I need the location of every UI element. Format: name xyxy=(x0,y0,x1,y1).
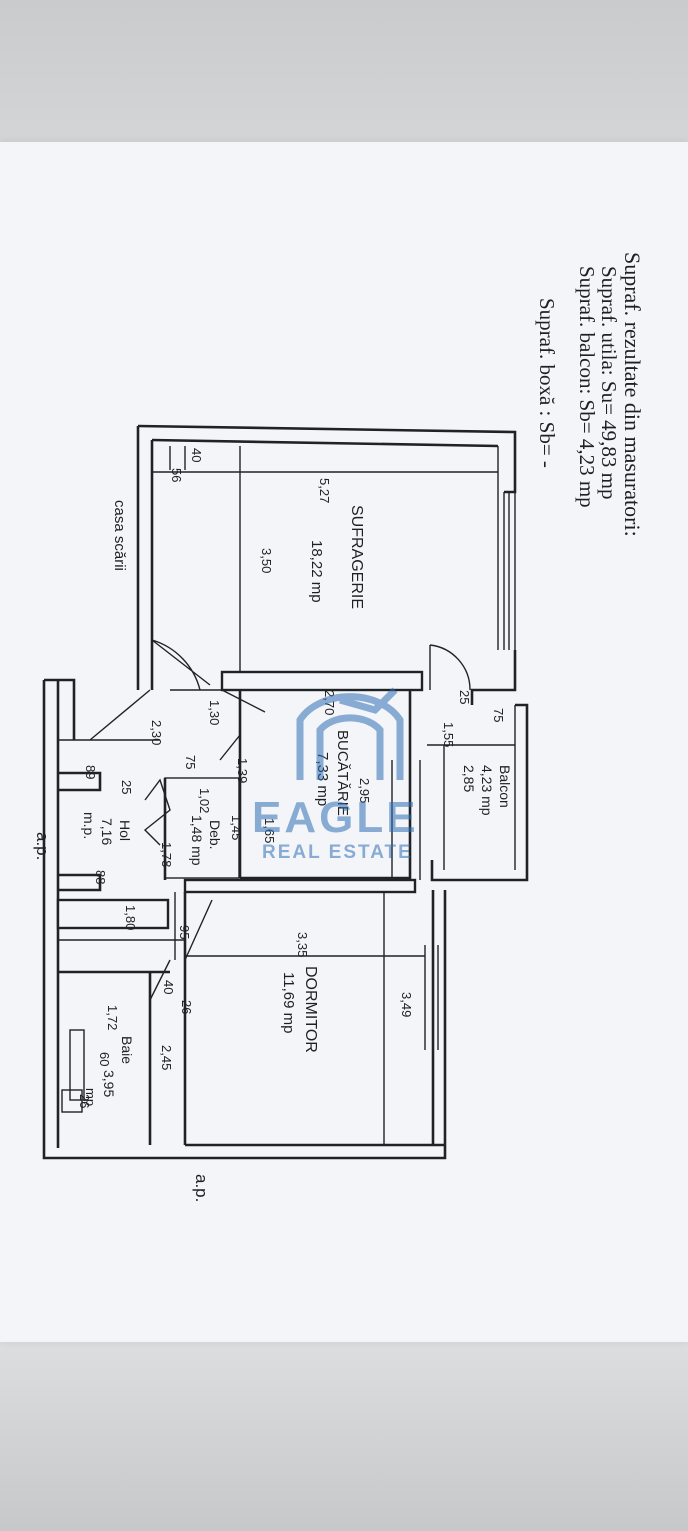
dim-label: 40 xyxy=(189,448,204,462)
ap-label-bottom: a.p. xyxy=(192,1174,211,1202)
dim-label: 75 xyxy=(183,755,198,769)
dim-label: 1,72 xyxy=(105,1005,120,1030)
summary-line-1: Supraf. rezultate din masuratori: xyxy=(620,252,645,537)
dim-label: 2,95 xyxy=(357,778,372,803)
dim-label: 1,45 xyxy=(229,815,244,840)
dim-label: 88 xyxy=(93,870,108,884)
summary-line-4: Supraf. boxă : Sb= - xyxy=(535,298,559,468)
dim-label: 1,39 xyxy=(235,758,250,783)
eagle-logo-icon xyxy=(296,687,404,780)
other-labels: casa scării a.p. a.p. xyxy=(33,500,211,1202)
paper-sheet xyxy=(0,142,688,1342)
dim-label: 3,50 xyxy=(259,548,274,573)
ap-label-top: a.p. xyxy=(33,832,52,860)
dim-label: 3,49 xyxy=(399,992,414,1017)
room-unit-hol: m.p. xyxy=(81,812,97,839)
room-dim-balcon: 2,85 xyxy=(461,765,477,792)
doors xyxy=(89,639,471,1001)
dim-label: 89 xyxy=(83,765,98,779)
room-area-debara: 1,48 mp xyxy=(189,815,205,866)
dim-label: 5,27 xyxy=(317,478,332,503)
casa-scarii-label: casa scării xyxy=(111,500,128,571)
room-unit-baie: mp xyxy=(83,1088,98,1106)
watermark-brand: EAGLE xyxy=(252,793,419,842)
dim-label: 25 xyxy=(457,690,472,704)
room-name-sufragerie: SUFRAGERIE xyxy=(348,505,365,609)
watermark-subtitle: REAL ESTATE xyxy=(262,842,413,863)
room-area-hol: 7,16 xyxy=(99,818,115,845)
dim-label: 56 xyxy=(169,468,184,482)
dim-label: 26 xyxy=(179,1000,194,1014)
dim-label: 75 xyxy=(491,708,506,722)
dim-label: 3,35 xyxy=(295,932,310,957)
room-area-baie: 3,95 xyxy=(101,1070,117,1097)
eagle-watermark: EAGLE REAL ESTATE xyxy=(252,687,419,863)
surface-summary: Supraf. rezultate din masuratori: Supraf… xyxy=(535,252,645,537)
room-area-balcon: 4,23 mp xyxy=(479,765,495,816)
room-area-sufragerie: 18,22 mp xyxy=(308,540,325,603)
room-name-debara: Deb. xyxy=(207,820,223,850)
dim-label: 2,30 xyxy=(149,720,164,745)
dim-label: 26 xyxy=(77,1094,92,1108)
room-name-bucatarie: BUCĂTĂRIE xyxy=(334,730,351,816)
dim-label: 1,30 xyxy=(207,700,222,725)
dim-label: 60 xyxy=(97,1052,112,1066)
outer-walls xyxy=(42,424,529,1160)
dim-label: 2,45 xyxy=(159,1045,174,1070)
room-name-baie: Baie xyxy=(119,1036,135,1064)
dim-label: 1,78 xyxy=(159,842,174,867)
summary-line-3: Supraf. balcon: Sb= 4,23 mp xyxy=(575,266,599,508)
dim-label: 1,80 xyxy=(123,905,138,930)
room-name-hol: Hol xyxy=(117,820,133,841)
summary-line-2: Supraf. utila: Su= 49,83 mp xyxy=(597,266,621,500)
room-name-balcon: Balcon xyxy=(497,765,513,808)
dimension-labels: 40 56 5,27 3,50 25 75 1,55 2,70 1,30 2,3… xyxy=(77,448,506,1108)
interior-walls xyxy=(56,446,498,1145)
dim-label: 1,65 xyxy=(262,818,277,843)
dim-label: 40 xyxy=(161,980,176,994)
dim-label: 1,55 xyxy=(441,722,456,747)
dim-label: 1,02 xyxy=(197,788,212,813)
room-name-dormitor: DORMITOR xyxy=(302,966,319,1053)
room-area-dormitor: 11,69 mp xyxy=(280,972,297,1033)
dim-label: 25 xyxy=(119,780,134,794)
dim-label: 95 xyxy=(177,925,192,939)
